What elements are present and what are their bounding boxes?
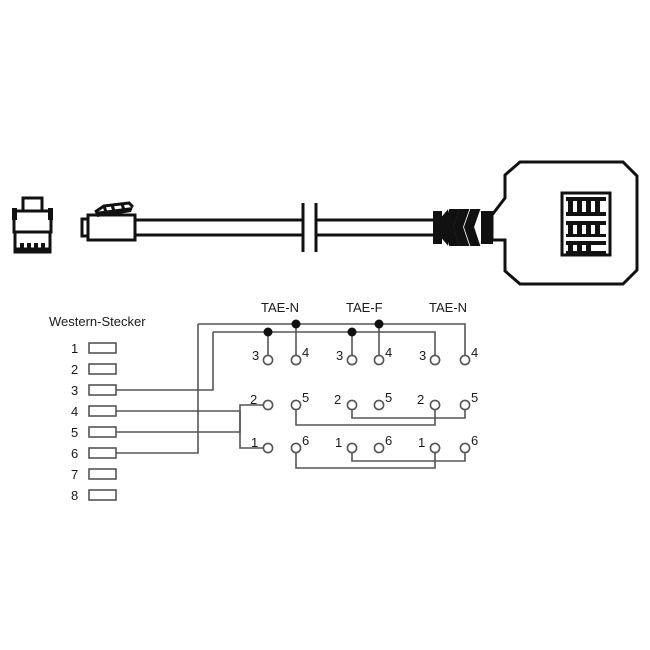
junction-dot xyxy=(291,319,301,329)
western-pin-number-4: 4 xyxy=(71,404,78,419)
terminal-b2-1 xyxy=(346,442,358,454)
terminal-b3-4 xyxy=(459,354,471,366)
terminal-label-b1-1: 1 xyxy=(251,435,258,450)
terminal-label-b2-1: 1 xyxy=(335,435,342,450)
terminal-b3-6 xyxy=(459,442,471,454)
tae-socket-face-openings xyxy=(560,191,612,257)
western-stecker-pins: 1 2 3 4 5 6 7 8 xyxy=(71,341,117,503)
western-pin-pad-5 xyxy=(88,426,117,438)
tae-block-title-2: TAE-F xyxy=(346,300,383,315)
terminal-b1-3 xyxy=(262,354,274,366)
terminal-b3-1 xyxy=(429,442,441,454)
wire-routing-left xyxy=(116,324,268,454)
western-plug-front-view xyxy=(12,196,53,254)
western-pin-number-6: 6 xyxy=(71,446,78,461)
junction-dots xyxy=(263,319,384,337)
terminal-b1-5 xyxy=(290,399,302,411)
terminal-b3-2 xyxy=(429,399,441,411)
wire-b2t2-to-b3t5 xyxy=(351,405,466,419)
western-plug-side-view xyxy=(80,201,137,242)
terminal-b3-3 xyxy=(429,354,441,366)
terminal-b1-1 xyxy=(262,442,274,454)
western-pin-pad-3 xyxy=(88,384,117,396)
terminal-label-b3-2: 2 xyxy=(417,392,424,407)
terminal-b1-6 xyxy=(290,442,302,454)
western-pin-number-1: 1 xyxy=(71,341,78,356)
wire-routing-lower xyxy=(295,405,466,469)
wire-pin4-to-b1t1 xyxy=(116,410,268,449)
tae-block-title-1: TAE-N xyxy=(261,300,299,315)
western-pin-number-3: 3 xyxy=(71,383,78,398)
terminal-label-b1-4: 4 xyxy=(302,345,309,360)
product-illustration xyxy=(12,160,639,286)
cable-segment-right xyxy=(316,218,434,237)
tae-block-title-3: TAE-N xyxy=(429,300,467,315)
wire-b1t6-to-b3t1 xyxy=(295,448,436,469)
terminal-label-b1-6: 6 xyxy=(302,433,309,448)
terminal-b2-4 xyxy=(373,354,385,366)
western-plug-contacts xyxy=(20,243,45,250)
western-pin-pad-4 xyxy=(88,405,117,417)
western-pin-pad-7 xyxy=(88,468,117,480)
western-pin-number-5: 5 xyxy=(71,425,78,440)
junction-dot xyxy=(374,319,384,329)
western-pin-number-2: 2 xyxy=(71,362,78,377)
terminal-label-b1-3: 3 xyxy=(252,348,259,363)
tae-block-3-terminals: 3 4 2 5 1 6 xyxy=(417,345,478,454)
terminal-label-b1-5: 5 xyxy=(302,390,309,405)
terminal-b1-2 xyxy=(262,399,274,411)
wire-b2t1-to-b3t6 xyxy=(351,448,466,462)
western-pin-pad-2 xyxy=(88,363,117,375)
terminal-b1-4 xyxy=(290,354,302,366)
terminal-label-b3-1: 1 xyxy=(418,435,425,450)
terminal-label-b3-6: 6 xyxy=(471,433,478,448)
wire-pin3-to-bus-b xyxy=(116,332,214,391)
western-pin-number-7: 7 xyxy=(71,467,78,482)
junction-dot xyxy=(263,327,273,337)
terminal-b2-3 xyxy=(346,354,358,366)
wire-b1t5-to-b3t2 xyxy=(295,405,436,426)
wire-pin5-to-b1t2 xyxy=(116,404,268,433)
terminal-label-b2-5: 5 xyxy=(385,390,392,405)
terminal-b2-2 xyxy=(346,399,358,411)
terminal-label-b2-4: 4 xyxy=(385,345,392,360)
terminal-label-b3-4: 4 xyxy=(471,345,478,360)
bus-b-line xyxy=(213,331,436,356)
terminal-label-b2-2: 2 xyxy=(334,392,341,407)
cable-break-marks xyxy=(301,203,318,252)
strain-relief-coil xyxy=(433,209,493,246)
terminal-label-b3-5: 5 xyxy=(471,390,478,405)
terminal-b3-5 xyxy=(459,399,471,411)
terminal-label-b2-6: 6 xyxy=(385,433,392,448)
junction-dot xyxy=(347,327,357,337)
western-pin-number-8: 8 xyxy=(71,488,78,503)
bus-a-line xyxy=(198,323,466,356)
terminal-label-b3-3: 3 xyxy=(419,348,426,363)
cable-segment-left xyxy=(135,218,303,237)
terminal-label-b1-2: 2 xyxy=(250,392,257,407)
western-pin-pad-1 xyxy=(88,342,117,354)
terminal-b2-6 xyxy=(373,442,385,454)
latch-clip-icon xyxy=(94,201,135,217)
western-stecker-title: Western-Stecker xyxy=(49,314,146,329)
tae-block-2-terminals: 3 4 2 5 1 6 xyxy=(334,345,392,454)
terminal-b2-5 xyxy=(373,399,385,411)
western-pin-pad-8 xyxy=(88,489,117,501)
terminal-label-b2-3: 3 xyxy=(336,348,343,363)
wire-pin6-to-bus-a xyxy=(116,324,199,454)
tae-block-1-terminals: 3 4 2 5 1 6 xyxy=(250,345,309,454)
western-pin-pad-6 xyxy=(88,447,117,459)
